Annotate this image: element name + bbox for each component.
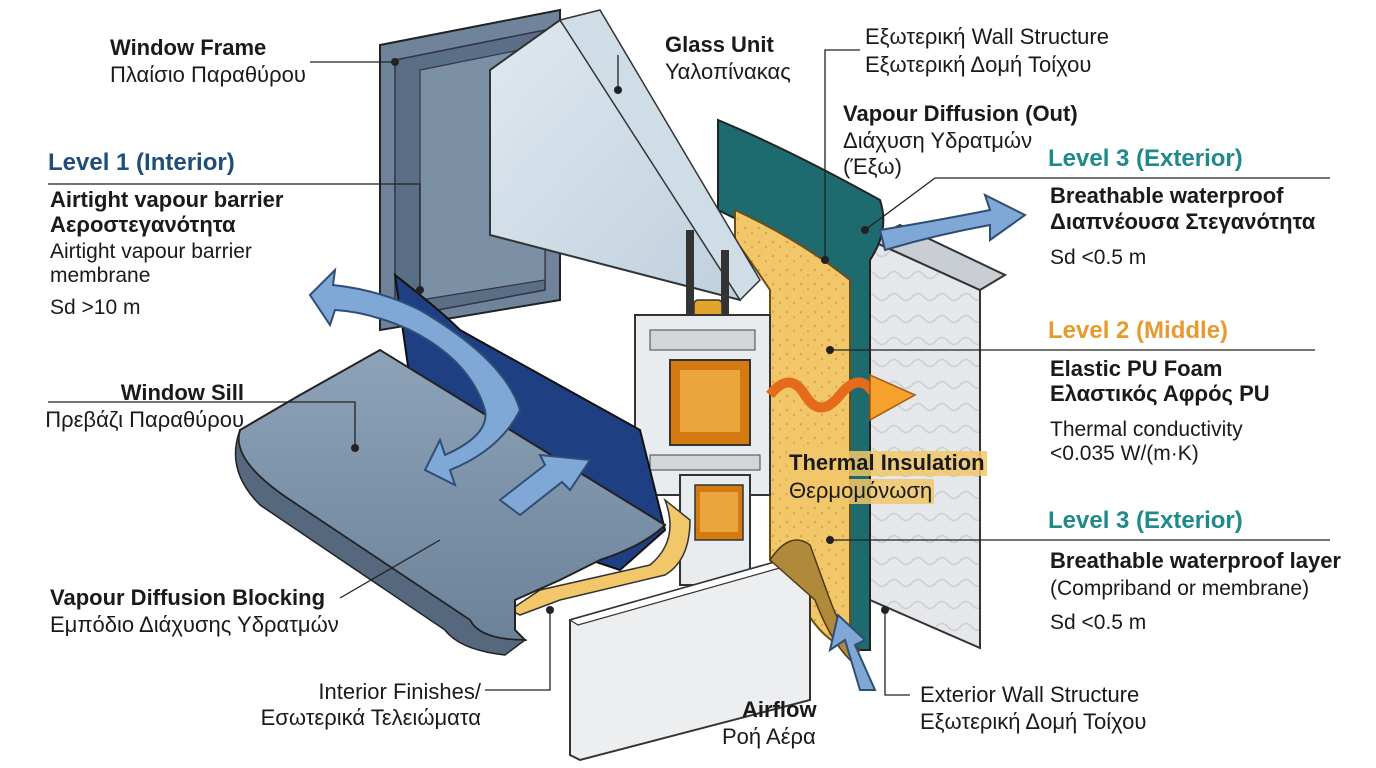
level2-line4: <0.035 W/(m·K) [1050, 442, 1199, 465]
vapour-out-label-gr2: (Έξω) [843, 154, 902, 179]
interior-finishes-label: Interior Finishes/ [318, 679, 481, 704]
window-sill [234, 348, 667, 656]
level1-line4: membrane [50, 264, 151, 287]
vapour-out-label-gr: Διάχυση Υδρατμών [843, 128, 1033, 153]
level3-bottom-line2: (Compriband or membrane) [1050, 577, 1310, 600]
wall-structure-top-label: Εξωτερική Wall Structure [865, 24, 1109, 49]
level2-line3: Thermal conductivity [1050, 418, 1243, 441]
glass-unit [489, 9, 761, 331]
level3-bottom-title: Level 3 (Exterior) [1048, 507, 1243, 534]
interior-finishes-board [568, 553, 811, 762]
level2-line1: Elastic PU Foam [1050, 356, 1223, 381]
pu-foam [734, 208, 851, 652]
wall-structure-top-label-gr: Εξωτερική Δομή Τοίχου [865, 52, 1092, 77]
leader-lines [48, 49, 1330, 696]
glass-unit-label-gr: Υαλοπίνακας [665, 59, 791, 84]
interior-finishes-label-gr: Εσωτερικά Τελειώματα [260, 705, 481, 730]
heat-wave-arrow [766, 373, 917, 422]
level1-title: Level 1 (Interior) [48, 149, 235, 176]
airflow-label-gr: Ροή Αέρα [722, 724, 816, 749]
window-profile [634, 314, 771, 586]
thermal-insulation-label: Thermal Insulation [787, 450, 987, 476]
level1-line1: Airtight vapour barrier [50, 187, 284, 212]
window-frame-label: Window Frame [110, 35, 267, 60]
level3-top-title: Level 3 (Exterior) [1048, 145, 1243, 172]
glass-unit-label: Glass Unit [665, 32, 774, 57]
exterior-wall-label-gr: Εξωτερική Δομή Τοίχου [920, 709, 1147, 734]
vapour-blocking-label: Vapour Diffusion Blocking [50, 585, 326, 610]
air-flow-arrow [308, 193, 1027, 691]
level3-top-line1: Breathable waterproof [1050, 183, 1284, 208]
thermal-insulation-label-gr: Θερμομόνωση [787, 478, 935, 504]
window-sill-label-gr: Πρεβάζι Παραθύρου [45, 407, 244, 432]
callout-dot [351, 58, 889, 614]
window-sill-label: Window Sill [120, 380, 244, 405]
level2-title: Level 2 (Middle) [1048, 317, 1229, 344]
vapour-blocking-label-gr: Εμπόδιο Διάχυσης Υδρατμών [50, 612, 339, 637]
level3-bottom-line3: Sd <0.5 m [1050, 611, 1147, 634]
exterior-wall [867, 223, 1008, 650]
level1-line5: Sd >10 m [50, 296, 141, 319]
level1-line3: Airtight vapour barrier [50, 240, 252, 263]
exterior-wall-label: Exterior Wall Structure [920, 682, 1140, 707]
airflow-label: Airflow [742, 697, 817, 722]
level3-top-line3: Sd <0.5 m [1050, 246, 1147, 269]
vapour-out-label: Vapour Diffusion (Out) [843, 101, 1078, 126]
window-frame-label-gr: Πλαίσιο Παραθύρου [110, 62, 306, 87]
level2-line2: Ελαστικός Αφρός PU [1050, 381, 1270, 406]
level1-line2: Αεροστεγανότητα [50, 212, 236, 237]
level3-bottom-line1: Breathable waterproof layer [1050, 548, 1341, 573]
level3-top-line2: Διαπνέουσα Στεγανότητα [1050, 209, 1316, 234]
